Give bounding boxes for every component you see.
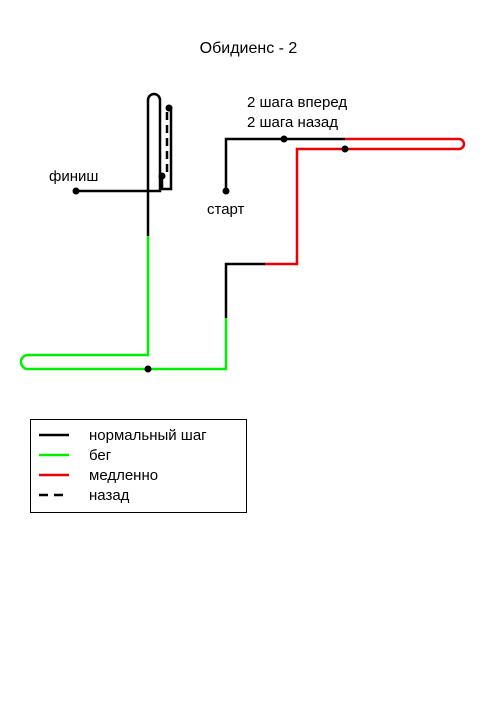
path-normal-step <box>224 262 265 318</box>
legend: нормальный шаг бег медленно назад <box>30 419 247 513</box>
dot-slow <box>341 145 349 153</box>
legend-swatch-normal <box>39 425 69 445</box>
legend-label: назад <box>89 486 130 504</box>
legend-swatch-back <box>39 485 69 505</box>
label-instruction-back: 2 шага назад <box>247 114 338 131</box>
legend-label: нормальный шаг <box>89 426 207 444</box>
label-finish: финиш <box>49 168 99 185</box>
dot-start <box>222 187 230 195</box>
path-normal-top <box>76 92 162 236</box>
legend-swatch-run <box>39 445 69 465</box>
legend-item-back: назад <box>39 485 129 505</box>
dot-run <box>144 365 152 373</box>
dot-finish <box>72 187 80 195</box>
diagram-title: Обидиенс - 2 <box>199 40 298 57</box>
legend-item-slow: медленно <box>39 465 158 485</box>
path-run <box>19 236 228 371</box>
dot-inner-top <box>165 104 173 112</box>
legend-item-run: бег <box>39 445 111 465</box>
legend-item-normal: нормальный шаг <box>39 425 207 445</box>
label-instruction-forward: 2 шага вперед <box>247 94 348 111</box>
legend-label: бег <box>89 446 112 464</box>
dot-forward <box>280 135 288 143</box>
path-normal-inner <box>160 107 173 191</box>
path-slow-loop <box>265 137 466 266</box>
dot-inner-bottom <box>158 172 166 180</box>
label-start: старт <box>207 201 245 218</box>
legend-label: медленно <box>89 466 159 484</box>
path-normal-start <box>224 137 345 191</box>
legend-swatch-slow <box>39 465 69 485</box>
